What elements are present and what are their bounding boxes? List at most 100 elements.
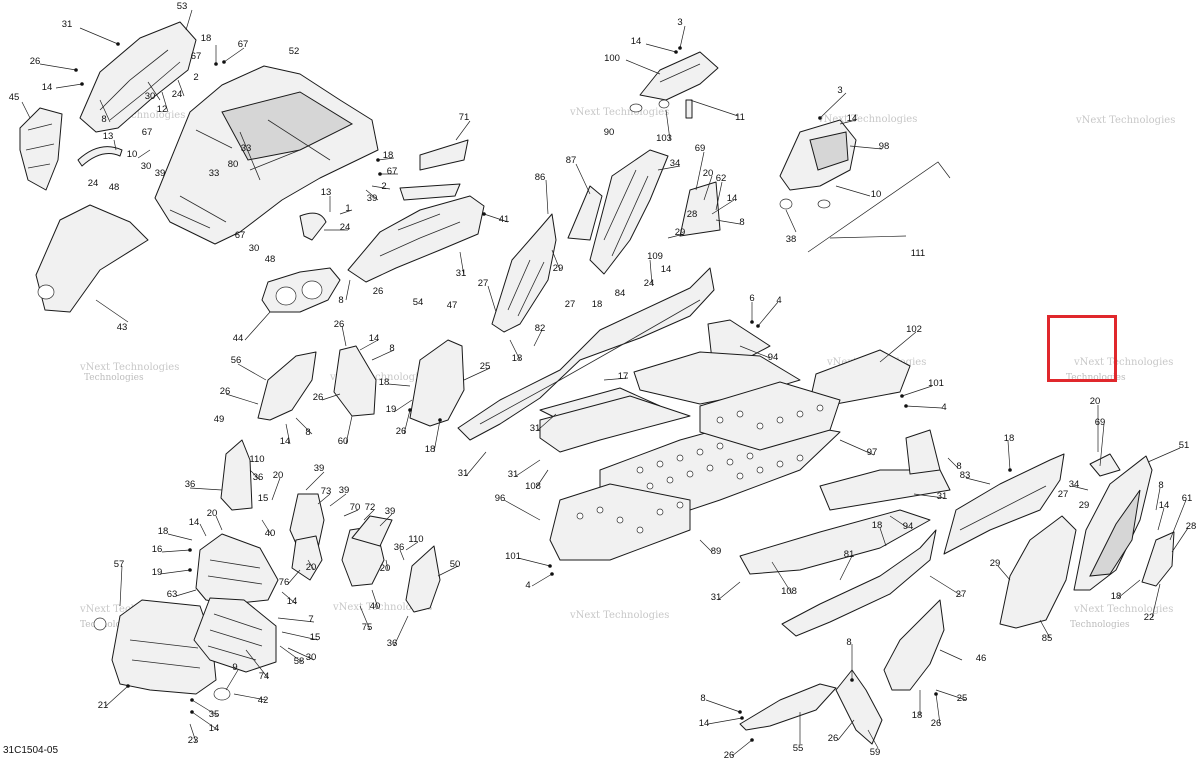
callout-number: 36 [185,479,196,490]
callout-number: 39 [155,168,166,179]
watermark: vNext Technologies [569,107,669,118]
callout-number: 20 [703,168,714,179]
callout-number: 96 [495,493,506,504]
callout-number: 14 [847,113,858,124]
upper-center-covers [629,51,951,253]
callout-number: 26 [724,750,735,759]
callout-number: 46 [976,653,987,664]
callout-number: 61 [1182,493,1193,504]
callout-number: 52 [289,46,300,57]
callout-number: 110 [408,534,423,545]
callout-number: 101 [928,378,944,389]
callout-number: 14 [280,436,291,447]
callout-number: 89 [711,546,722,557]
callout-number: 6 [749,293,754,304]
callout-number: 31 [937,491,948,502]
callout-number: 18 [383,150,394,161]
highlight-box[interactable] [1047,315,1117,382]
callout-number: 36 [387,638,398,649]
callout-number: 26 [334,319,345,330]
callout-number: 108 [781,586,797,597]
watermark: vNext Technologies [569,610,669,621]
watermark: Technologies [1066,373,1126,383]
callout-number: 26 [220,386,231,397]
callout-number: 67 [142,127,153,138]
callout-number: 110 [249,454,264,465]
callout-number: 26 [313,392,324,403]
callout-number: 100 [604,53,620,64]
callout-number: 18 [872,520,883,531]
callout-number: 51 [1179,440,1190,451]
callout-number: 35 [209,709,220,720]
callout-number: 87 [566,155,577,166]
callout-number: 16 [152,544,163,555]
callout-number: 98 [879,141,890,152]
callout-number: 80 [228,159,239,170]
callout-number: 58 [294,656,305,667]
callout-number: 101 [505,551,521,562]
callout-number: 31 [456,268,467,279]
callout-number: 18 [912,710,923,721]
callout-number: 14 [631,36,642,47]
callout-number: 40 [370,601,381,612]
callout-number: 21 [98,700,109,711]
callout-number: 29 [553,263,564,274]
callout-number: 20 [273,470,284,481]
callout-number: 14 [1159,500,1170,511]
callout-number: 29 [990,558,1001,569]
callout-number: 50 [450,559,461,570]
callout-number: 39 [385,506,396,517]
callout-number: 7 [308,614,313,625]
callout-number: 26 [30,56,41,67]
callout-number: 59 [870,747,881,758]
callout-number: 26 [373,286,384,297]
callout-number: 28 [1186,521,1197,532]
callout-number: 63 [167,589,178,600]
callout-number: 94 [903,521,914,532]
callout-number: 45 [9,92,20,103]
callout-number: 31 [711,592,722,603]
callout-number: 14 [661,264,672,275]
callout-number: 20 [306,562,317,573]
callout-number: 14 [42,82,53,93]
callout-number: 26 [828,733,839,744]
callout-number: 1 [345,203,350,214]
callout-number: 67 [387,166,398,177]
callout-number: 15 [258,493,269,504]
callout-number: 54 [413,297,424,308]
callout-number: 39 [367,193,378,204]
callout-number: 14 [369,333,380,344]
callout-number: 60 [338,436,349,447]
callout-number: 30 [141,161,152,172]
callout-number: 57 [114,559,125,570]
callout-number: 18 [379,377,390,388]
callout-number: 13 [103,131,114,142]
callout-number: 23 [188,735,199,746]
callout-number: 20 [380,563,391,574]
callout-number: 19 [386,404,397,415]
callout-number: 30 [249,243,260,254]
callout-number: 14 [699,718,710,729]
callout-number: 24 [644,278,655,289]
front-hood-group [19,21,485,313]
callout-number: 4 [941,402,946,413]
callout-number: 8 [1158,480,1163,491]
center-side-panels [491,149,721,333]
watermark: vNext Technologies [79,362,179,373]
callout-number: 18 [592,299,603,310]
callout-number: 20 [1090,396,1101,407]
callout-number: 18 [512,353,523,364]
floor-panels [457,267,951,575]
callout-number: 55 [793,743,804,754]
callout-number: 62 [716,173,727,184]
callout-number: 8 [956,461,961,472]
callout-number: 4 [776,295,781,306]
callout-number: 69 [695,143,706,154]
callout-number: 83 [960,470,971,481]
callout-number: 10 [127,149,138,160]
callout-number: 56 [231,355,242,366]
callout-number: 8 [389,343,394,354]
callout-number: 9 [232,662,237,673]
callout-number: 103 [656,133,672,144]
